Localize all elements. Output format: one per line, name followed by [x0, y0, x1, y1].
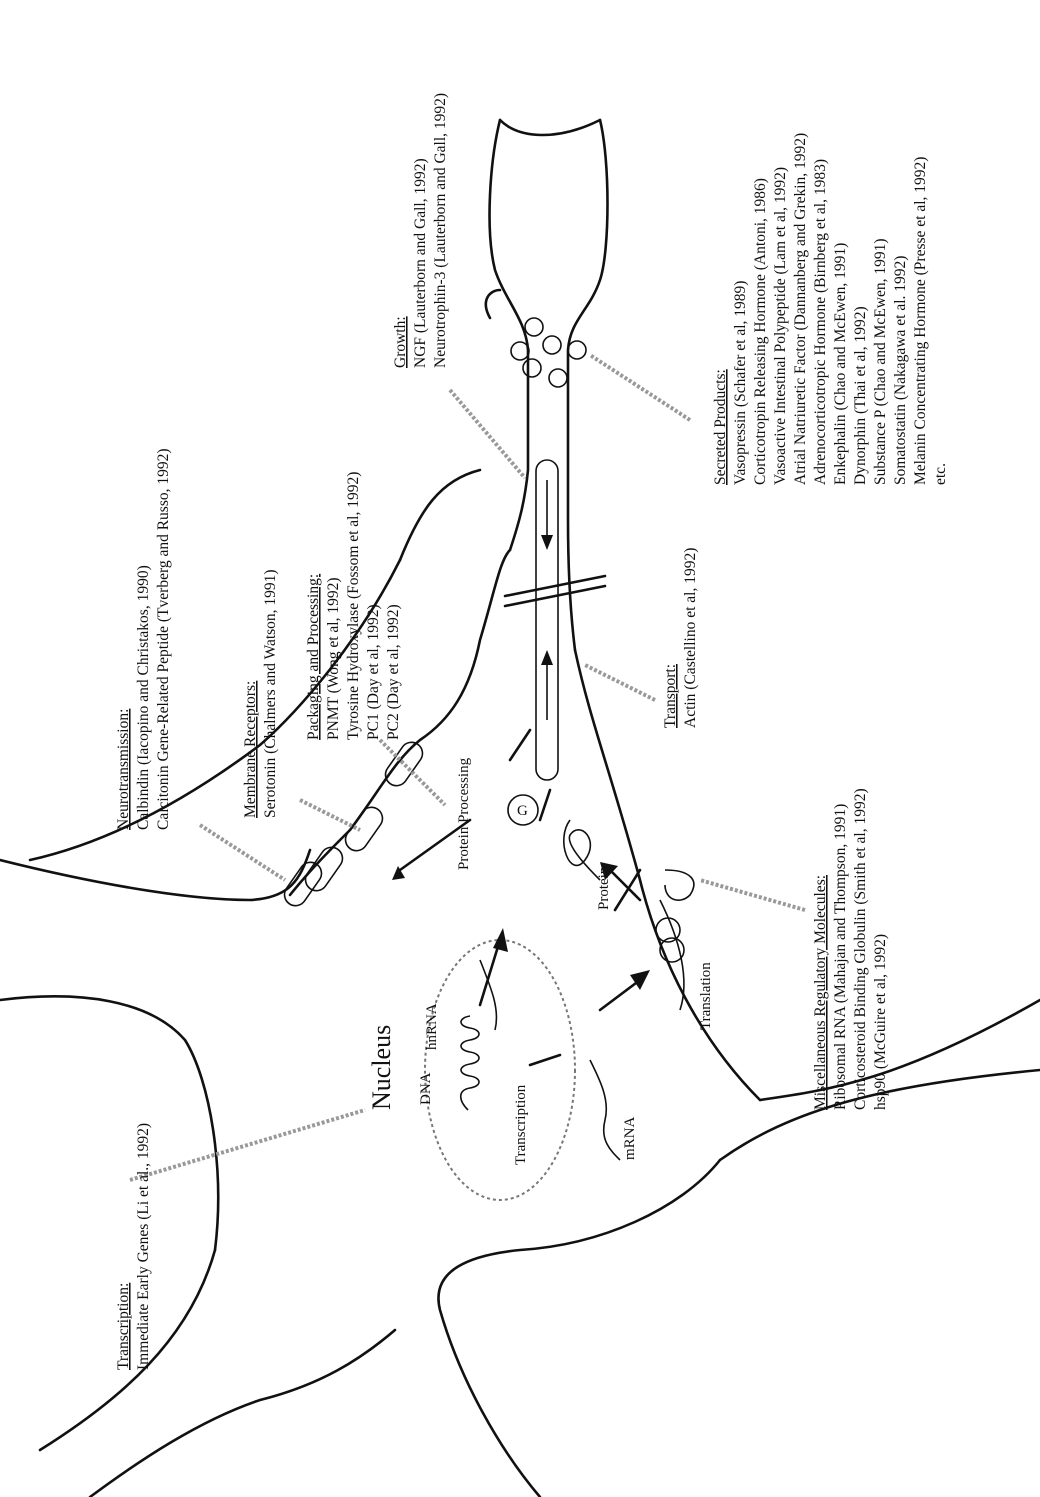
membrane-receptors-item: Serotonin (Chalmers and Watson, 1991) [262, 569, 279, 818]
growth-heading: Growth: [392, 316, 409, 368]
receptor-3 [341, 803, 387, 855]
secreted-item: Dynorphin (Thai et al, 1992) [852, 306, 869, 485]
svg-text:G: G [517, 803, 528, 819]
ribosome [656, 900, 684, 1010]
receptor-1 [280, 858, 326, 910]
secreted-item: Somatostatin (Nakagawa et al. 1992) [892, 256, 909, 485]
secreted-item: Corticotropin Releasing Hormone (Antoni,… [752, 178, 769, 485]
secreted-heading: Secreted Products: [712, 369, 729, 485]
packaging-item: PNMT (Wong et al, 1992) [325, 578, 342, 741]
transcription-group: Transcription: Immediate Early Genes (Li… [115, 1123, 152, 1370]
secreted-item: Substance P (Chao and McEwen, 1991) [872, 238, 889, 485]
secreted-item: Melanin Concentrating Hormone (Presse et… [912, 157, 929, 485]
membrane-receptors-group: Membrane Receptors: Serotonin (Chalmers … [242, 569, 279, 818]
dna-coil [461, 1016, 479, 1110]
transport-heading: Transport: [662, 664, 679, 728]
nucleus [425, 940, 575, 1200]
transport-item: Actin (Castellino et al, 1992) [682, 548, 699, 728]
secreted-item: Atrial Natriuretic Factor (Dannanberg an… [792, 133, 809, 485]
packaging-group: Packaging and Processing: PNMT (Wong et … [305, 472, 402, 740]
secreted-item: etc. [932, 463, 949, 485]
membrane-receptors-heading: Membrane Receptors: [242, 681, 259, 818]
secreted-item: Adrenocorticotropic Hormone (Birnberg et… [812, 159, 829, 485]
secreted-item: Enkephalin (Chao and McEwen, 1991) [832, 243, 849, 485]
secreted-item: Vasoactive Intestinal Polypeptide (Lam e… [772, 167, 789, 485]
translation-label: Translation [698, 962, 714, 1030]
membrane-receptors [280, 738, 427, 910]
transcription-item: Immediate Early Genes (Li et al., 1992) [135, 1123, 152, 1370]
receptor-4 [381, 738, 427, 790]
neurotransmission-group: Neurotransmission: Calbindin (Iacopino a… [115, 448, 172, 830]
transcription-heading: Transcription: [115, 1283, 132, 1370]
growth-group: Growth: NGF (Lauterborn and Gall, 1992) … [392, 93, 449, 368]
hnrna-label: hnRNA [424, 1003, 440, 1050]
packaging-item: PC2 (Day et al, 1992) [385, 604, 402, 740]
mrna-label: mRNA [622, 1116, 638, 1160]
protein-bound [665, 870, 694, 900]
misc-item: Corticosteroid Binding Globulin (Smith e… [852, 788, 869, 1110]
dna-label: DNA [418, 1072, 434, 1105]
secreted-item: Vasopressin (Schafer et al, 1989) [732, 281, 749, 485]
growth-item: NGF (Lauterborn and Gall, 1992) [412, 158, 429, 368]
neurotransmission-item: Calbindin (Iacopino and Christakos, 1990… [135, 565, 152, 830]
misc-item: hsp90 (McGuire et al, 1992) [872, 934, 889, 1110]
growth-item: Neurotrophin-3 (Lauterborn and Gall, 199… [432, 93, 449, 368]
misc-group: Miscellaneous Regulatory Molecules: Ribo… [812, 788, 889, 1110]
packaging-item: PC1 (Day et al, 1992) [365, 604, 382, 740]
transport-group: Transport: Actin (Castellino et al, 1992… [662, 548, 699, 728]
neurotransmission-heading: Neurotransmission: [115, 709, 132, 830]
packaging-heading: Packaging and Processing: [305, 574, 322, 740]
g-circle: G [508, 795, 538, 825]
protein-processing-label: Protein Processing [456, 757, 472, 870]
transcription-label: Transcription [513, 1084, 529, 1165]
neurotransmission-item: Calcitonin Gene-Related Peptide (Tverber… [155, 448, 172, 830]
mrna-strand [590, 1060, 620, 1160]
secreted-group: Secreted Products: Vasopressin (Schafer … [712, 133, 949, 485]
axon [486, 120, 608, 780]
nucleus-label: Nucleus [367, 1025, 396, 1110]
protein-label: Protein [596, 866, 612, 910]
misc-heading: Miscellaneous Regulatory Molecules: [812, 875, 829, 1110]
packaging-item: Tyrosine Hydroxylase (Fossom et al, 1992… [345, 472, 362, 740]
axon-break-1 [505, 576, 605, 596]
protein-fold [564, 820, 600, 880]
receptor-2 [301, 843, 347, 895]
misc-item: Ribosomal RNA (Mahajan and Thompson, 199… [832, 804, 849, 1110]
